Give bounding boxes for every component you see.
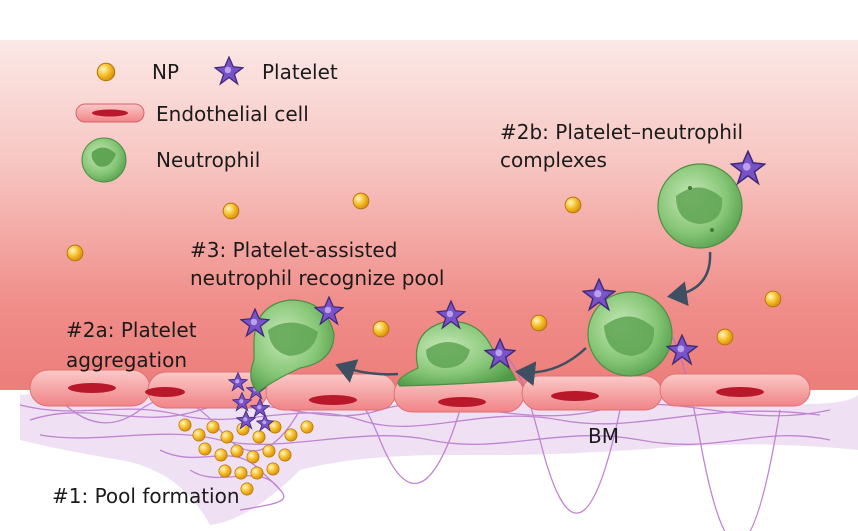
- step1-label: #1: Pool formation: [52, 484, 240, 508]
- legend: [75, 56, 244, 183]
- legend-endothelial-label: Endothelial cell: [156, 102, 309, 126]
- neutrophil-at-pool: [240, 296, 344, 393]
- step3-line1: #3: Platelet-assisted: [190, 238, 398, 262]
- flow-arrows: [335, 251, 712, 387]
- neutrophil-floating: [657, 150, 766, 249]
- legend-neutrophil-label: Neutrophil: [156, 148, 261, 172]
- bm-label: BM: [588, 424, 619, 448]
- legend-np-label: NP: [152, 60, 180, 84]
- legend-platelet-label: Platelet: [262, 60, 338, 84]
- neutrophil-complex: [582, 278, 698, 377]
- legend-np-icon: [96, 62, 116, 82]
- step2a-line1: #2a: Platelet: [66, 318, 197, 342]
- step2b-line1: #2b: Platelet–neutrophil: [500, 120, 743, 144]
- step2a-line2: aggregation: [66, 348, 187, 372]
- neutrophil-crawling: [397, 300, 517, 387]
- step3-line2: neutrophil recognize pool: [190, 266, 445, 290]
- legend-neutrophil-icon: [81, 137, 127, 183]
- step2b-line2: complexes: [500, 148, 607, 172]
